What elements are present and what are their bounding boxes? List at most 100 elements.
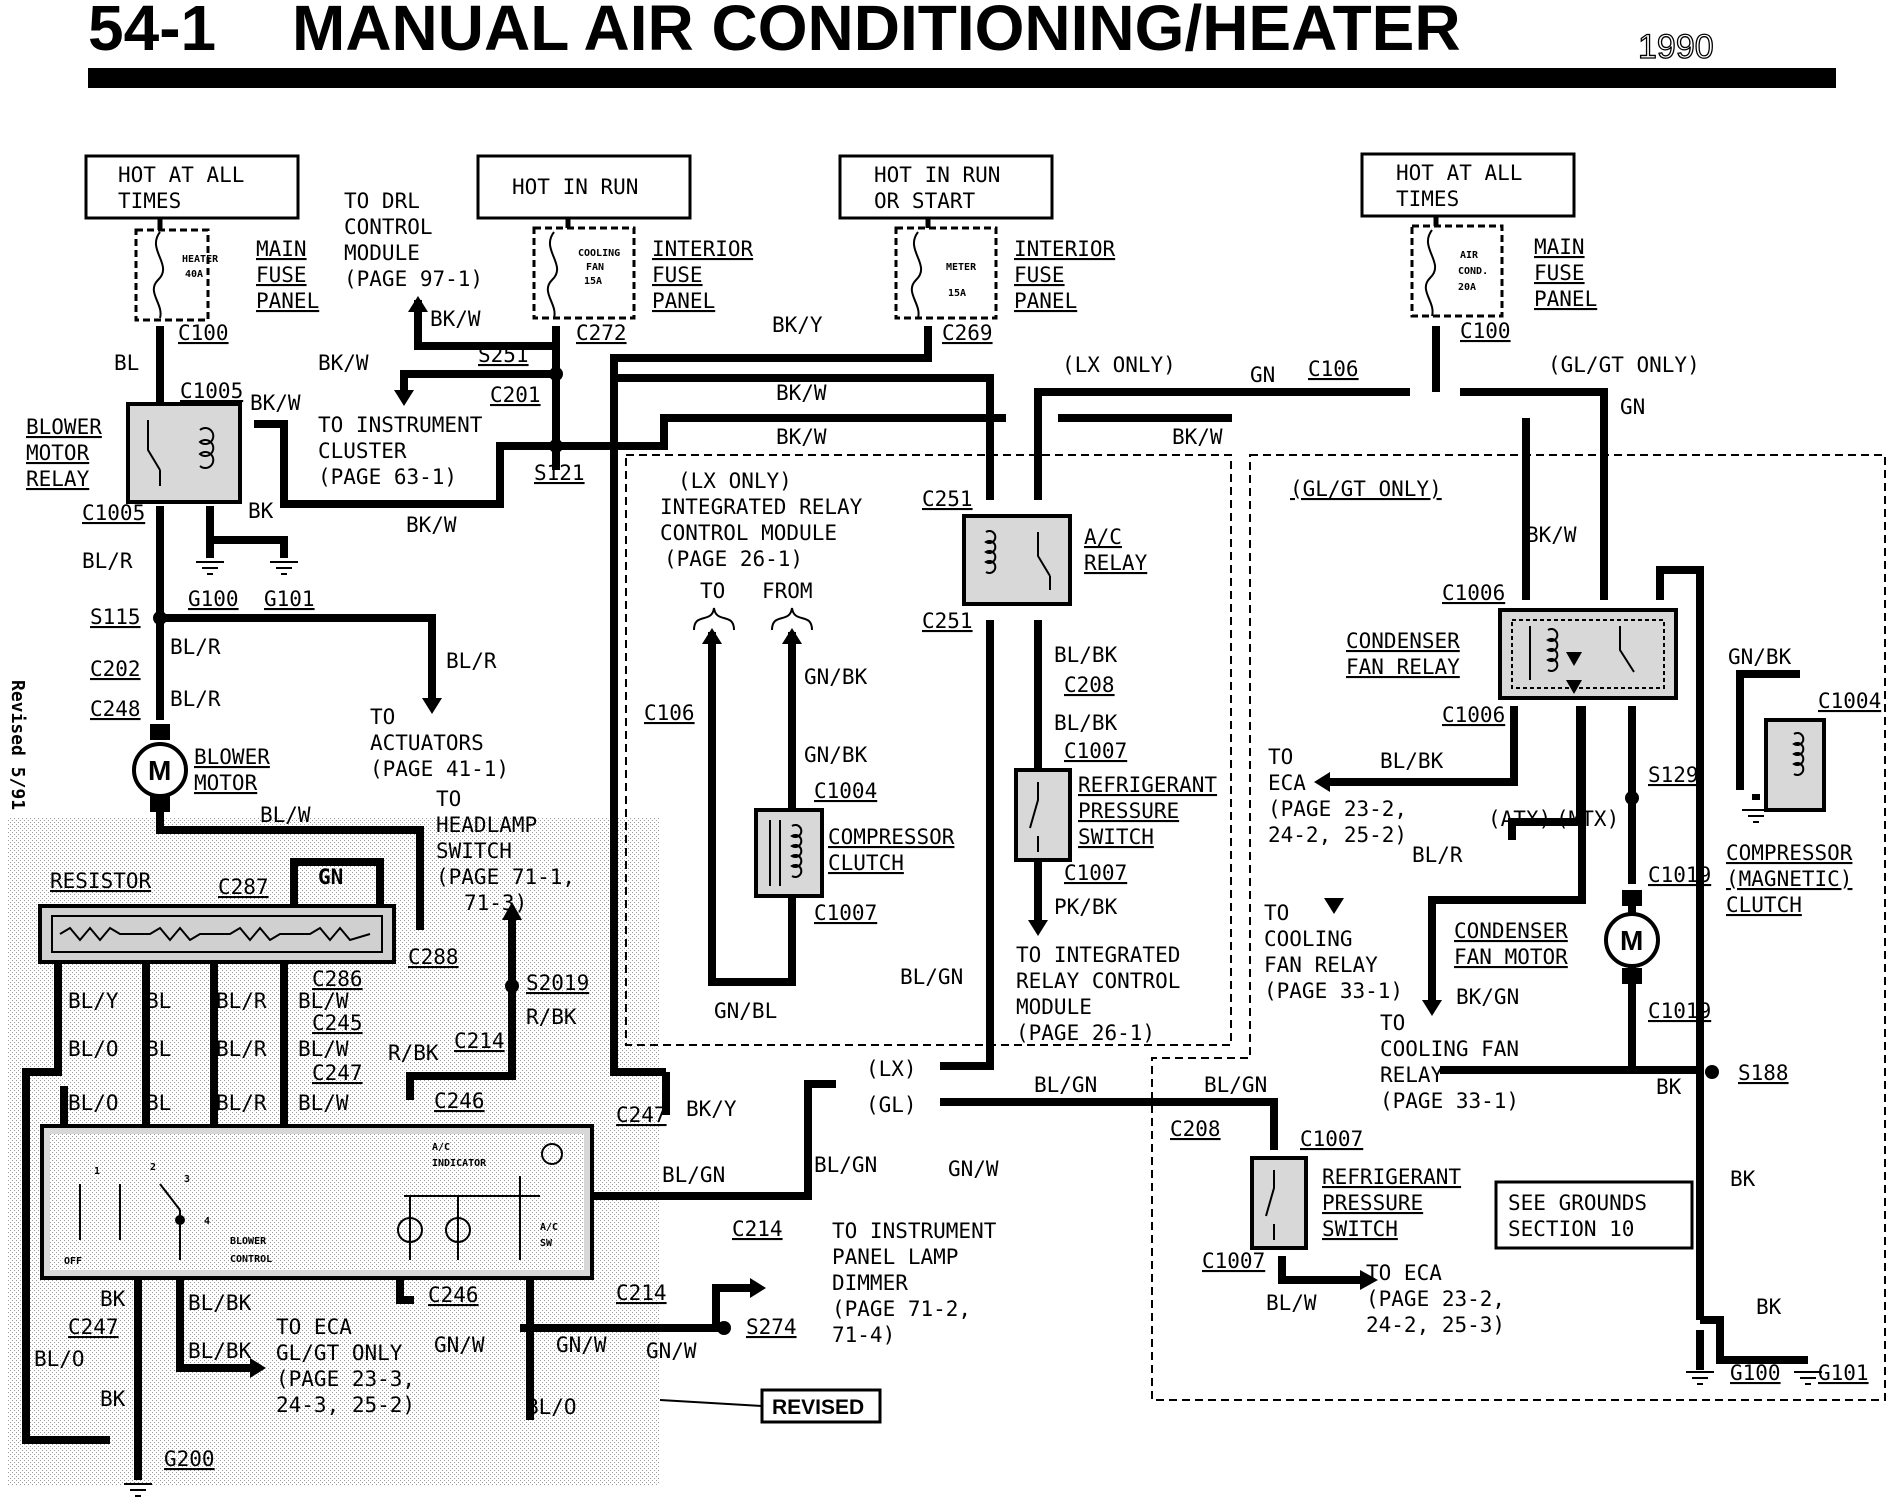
resistor: RESISTOR GN: [38, 865, 396, 964]
splice-dot: [549, 367, 563, 381]
fuse-cooling-fan: COOLING FAN 15A INTERIOR FUSE PANEL: [532, 218, 754, 320]
condenser-fan-motor-line2: FAN MOTOR: [1454, 945, 1568, 969]
wire-gnw-4: GN/W: [646, 1339, 697, 1363]
revised-tag-box: [760, 1388, 882, 1424]
gl-gt-only-label-1: (GL/GT ONLY): [1548, 353, 1700, 377]
ref-cfr2-4: (PAGE 33-1): [1380, 1089, 1519, 1113]
wire-blgn-1: BL/GN: [662, 1163, 725, 1187]
blower-motor-relay-line1: BLOWER: [26, 415, 102, 439]
main-fuse-panel-2-line2: FUSE: [1534, 261, 1585, 285]
wire-bky-1: BK/Y: [772, 313, 823, 337]
blower-motor-line2: MOTOR: [194, 771, 258, 795]
conn-c248: C248: [90, 697, 141, 721]
ac-sw-line2: SW: [540, 1238, 553, 1249]
conn-c214a: C214: [454, 1029, 505, 1053]
wire-blgn-2: BL/GN: [814, 1153, 877, 1177]
fuse-heater: HEATER 40A MAIN FUSE PANEL: [134, 218, 319, 322]
conn-s2019: S2019: [526, 971, 589, 995]
interior-fuse-panel-1-line1: INTERIOR: [652, 237, 754, 261]
wire-bkw-2: BK/W: [430, 307, 481, 331]
conn-g100a: G100: [188, 587, 239, 611]
hot-at-all-times-1-line2: TIMES: [118, 189, 181, 213]
main-fuse-panel-1-line3: PANEL: [256, 289, 319, 313]
wire-bl-3: BL: [146, 1037, 171, 1061]
ac-relay-line2: RELAY: [1084, 551, 1148, 575]
conn-s188: S188: [1738, 1061, 1789, 1085]
ref-irc-3: MODULE: [1016, 995, 1092, 1019]
wire-gnw-2: GN/W: [434, 1333, 485, 1357]
condenser-fan-relay-body: [1498, 608, 1678, 700]
gl-gt-only-label-2: (GL/GT ONLY): [1290, 477, 1442, 501]
ref-drl-4: (PAGE 97-1): [344, 267, 483, 291]
splice-dot: [549, 439, 563, 453]
condenser-fan-motor-line1: CONDENSER: [1454, 919, 1568, 943]
main-fuse-panel-1-line2: FUSE: [256, 263, 307, 287]
ref-eca-gl-1: TO ECA: [276, 1315, 352, 1339]
wire-rbk-2: R/BK: [526, 1005, 577, 1029]
conn-c208b: C208: [1170, 1117, 1221, 1141]
ref-headlamp-3: SWITCH: [436, 839, 512, 863]
header: 54-1 MANUAL AIR CONDITIONING/HEATER 1990…: [7, 0, 1836, 810]
fuse-icon: [546, 231, 559, 319]
wire-bkgn: BK/GN: [1456, 985, 1519, 1009]
conn-s274: S274: [746, 1315, 797, 1339]
ref-dimmer-1: TO INSTRUMENT: [832, 1219, 997, 1243]
lx-label: (LX): [866, 1057, 917, 1081]
ref-cfr2-2: COOLING FAN: [1380, 1037, 1519, 1061]
ref-actuators-3: (PAGE 41-1): [370, 757, 509, 781]
blower-motor-line1: BLOWER: [194, 745, 270, 769]
fuse-meter-label-1: METER: [946, 262, 977, 273]
fuse-air-cond-box: [1410, 224, 1504, 318]
compressor-clutch-line1: COMPRESSOR: [828, 825, 955, 849]
ref-dimmer-3: DIMMER: [832, 1271, 908, 1295]
conn-c1007c: C1007: [814, 901, 877, 925]
wire-bkw-6: BK/W: [776, 425, 827, 449]
conn-c214c: C214: [616, 1281, 667, 1305]
splice-dot: [1705, 1065, 1719, 1079]
ref-actuators-1: TO: [370, 705, 395, 729]
ground-icon: [1742, 809, 1770, 823]
wire-blw-3: BL/W: [298, 1037, 349, 1061]
irc-from: FROM: [762, 579, 813, 603]
ref-cfr1-4: (PAGE 33-1): [1264, 979, 1403, 1003]
main-fuse-panel-2-line1: MAIN: [1534, 235, 1585, 259]
conn-c208a: C208: [1064, 673, 1115, 697]
fuse-icon: [1424, 229, 1437, 317]
conn-c1005a: C1005: [180, 379, 243, 403]
wire-blw-2: BL/W: [298, 989, 349, 1013]
ref-cluster-1: TO INSTRUMENT: [318, 413, 483, 437]
irc-line2: INTEGRATED RELAY: [660, 495, 863, 519]
irc-line3: CONTROL MODULE: [660, 521, 837, 545]
fuse-icon: [152, 231, 165, 319]
wire-gnbl: GN/BL: [714, 999, 777, 1023]
wire-blo-1: BL/O: [68, 1037, 119, 1061]
ref-cluster-3: (PAGE 63-1): [318, 465, 457, 489]
refrigerant-switch-1-line3: SWITCH: [1078, 825, 1154, 849]
refrigerant-switch-2-line2: PRESSURE: [1322, 1191, 1423, 1215]
wire-blgn-3: BL/GN: [900, 965, 963, 989]
fuse-heater-label-1: HEATER: [182, 254, 219, 265]
ref-dimmer-5: 71-4): [832, 1323, 895, 1347]
header-rule: [88, 68, 1836, 88]
interior-fuse-panel-2-line3: PANEL: [1014, 289, 1077, 313]
wire-gnw-1: GN/W: [948, 1157, 999, 1181]
condenser-fan-motor: M CONDENSER FAN MOTOR: [1454, 890, 1660, 984]
conn-c1005b: C1005: [82, 501, 145, 525]
blower-control-switch: 1 2 3 4 OFF BLOWER CONTROL A/C INDICATOR…: [40, 1124, 594, 1280]
wire-gn-2: GN: [1620, 395, 1645, 419]
fuse-aircond-label-2: COND.: [1458, 266, 1488, 277]
fuse-cooling-fan-box: [532, 226, 636, 320]
hot-in-run-box: [476, 154, 692, 220]
ref-cfr2-1: TO: [1380, 1011, 1405, 1035]
splice-dot: [505, 979, 519, 993]
wire-bk-1: BK: [248, 499, 274, 523]
fuse-meter-box: [894, 226, 998, 320]
mtx-label: (MTX): [1556, 807, 1619, 831]
wire-blr-4: BL/R: [446, 649, 497, 673]
wire-bk-5: BK: [1730, 1167, 1756, 1191]
splice-dot: [717, 1321, 731, 1335]
hot-at-all-times-1-line1: HOT AT ALL: [118, 163, 244, 187]
wire-gnw-3: GN/W: [556, 1333, 607, 1357]
conn-g200: G200: [164, 1447, 215, 1471]
ref-drl-1: TO DRL: [344, 189, 420, 213]
